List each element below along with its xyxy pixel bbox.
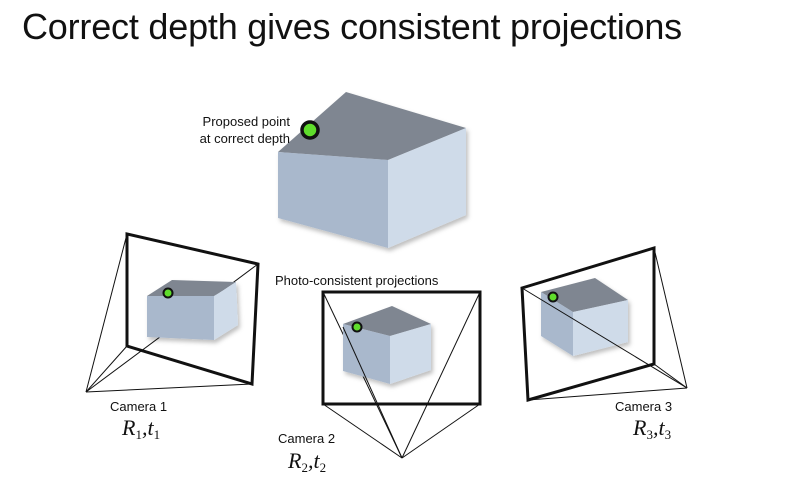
camera-2-point bbox=[351, 321, 363, 333]
main-box-left bbox=[278, 152, 388, 248]
photo-consistent-label: Photo-consistent projections bbox=[275, 273, 439, 288]
camera-1-pose: R1,t1 bbox=[122, 415, 161, 442]
camera-2 bbox=[321, 290, 482, 459]
camera-3 bbox=[520, 245, 688, 402]
slide-title: Correct depth gives consistent projectio… bbox=[22, 6, 682, 47]
camera-3-R-sub: 3 bbox=[646, 427, 653, 442]
camera-3-R: R bbox=[633, 415, 647, 440]
camera-1-point bbox=[162, 287, 174, 299]
camera-3-frustum-rays bbox=[527, 247, 688, 401]
camera-3-t: t bbox=[658, 415, 665, 440]
camera-1-R-sub: 1 bbox=[135, 427, 142, 442]
camera-2-t-sub: 2 bbox=[319, 460, 327, 475]
camera-1 bbox=[85, 232, 260, 393]
camera-2-image-plane bbox=[321, 290, 482, 406]
proposed-point-label: Proposed point at correct depth bbox=[170, 113, 290, 147]
camera-3-pose: R3,t3 bbox=[633, 415, 672, 442]
camera-3-label: Camera 3 bbox=[615, 399, 673, 414]
camera-2-label: Camera 2 bbox=[278, 431, 336, 446]
main-box-right bbox=[388, 128, 466, 248]
camera-2-t: t bbox=[313, 448, 320, 473]
camera-3-t-sub: 3 bbox=[664, 427, 672, 442]
camera-3-box-projection bbox=[541, 278, 628, 356]
camera-2-pose: R2,t2 bbox=[288, 448, 327, 475]
proposed-label-line2: at correct depth bbox=[199, 131, 290, 146]
camera-2-box-projection bbox=[343, 306, 431, 384]
main-box-top bbox=[278, 92, 466, 160]
camera-2-R-sub: 2 bbox=[301, 460, 308, 475]
camera-1-t-sub: 1 bbox=[153, 427, 161, 442]
camera-1-t: t bbox=[147, 415, 154, 440]
camera-3-point bbox=[547, 291, 559, 303]
proposed-point bbox=[300, 120, 320, 140]
camera-1-label: Camera 1 bbox=[110, 399, 168, 414]
camera-1-box-projection bbox=[147, 280, 238, 340]
main-box bbox=[278, 92, 466, 248]
camera-2-R: R bbox=[288, 448, 302, 473]
camera-1-R: R bbox=[122, 415, 136, 440]
proposed-label-line1: Proposed point bbox=[202, 114, 290, 129]
